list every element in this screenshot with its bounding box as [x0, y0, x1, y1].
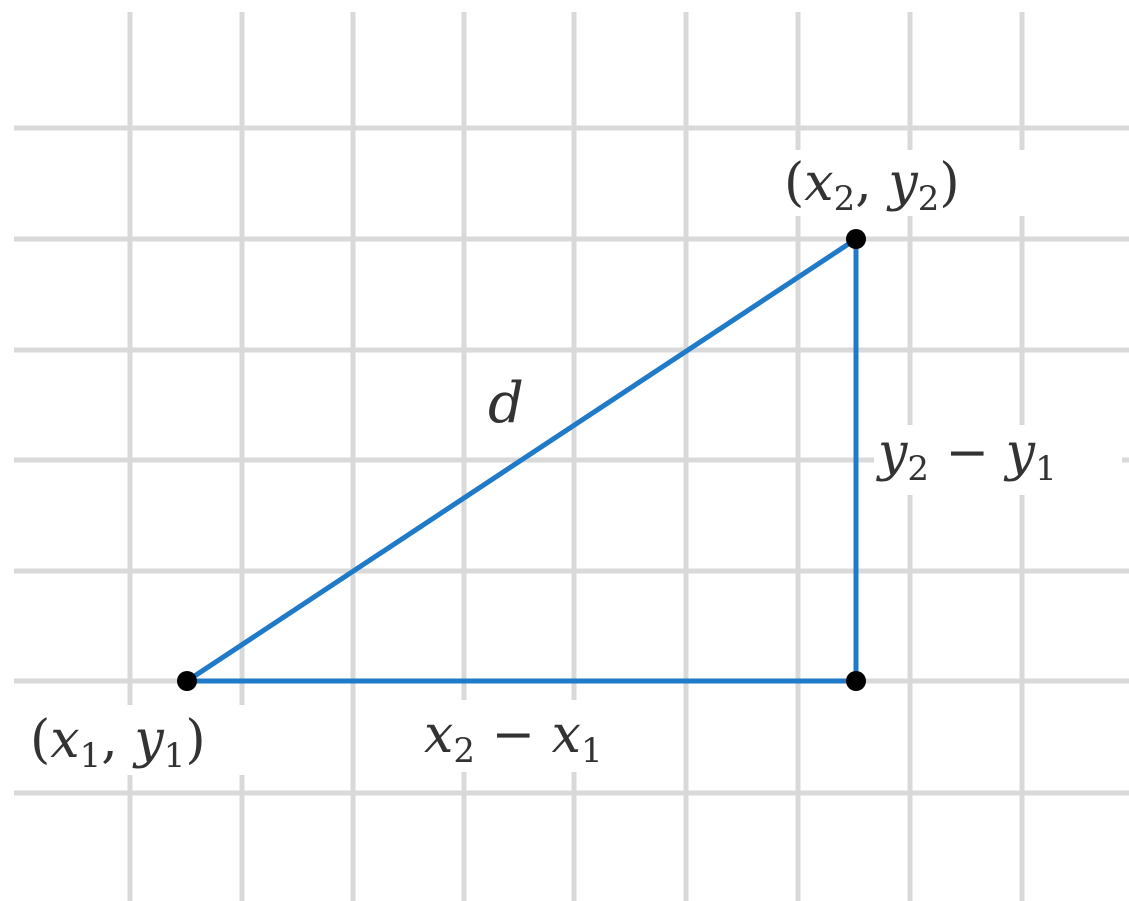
triangle	[184, 236, 859, 684]
vertical-leg-label-bg	[874, 425, 1122, 495]
right-angle-vertex-marker	[846, 671, 866, 691]
point-2-label: (x2, y2)	[784, 153, 960, 219]
vertical-leg-label: y2 − y1	[876, 423, 1057, 489]
point-2-label-bg	[782, 150, 1034, 216]
horizontal-leg-label: x2 − x1	[424, 705, 603, 771]
hypotenuse-line	[184, 236, 859, 684]
point-2-marker	[846, 229, 866, 249]
point-1-label: (x1, y1)	[30, 710, 206, 776]
point-1-label-bg	[28, 705, 280, 775]
point-1-marker	[177, 671, 197, 691]
horizontal-leg-label-bg	[418, 700, 680, 772]
hypotenuse-label: d	[488, 371, 524, 436]
